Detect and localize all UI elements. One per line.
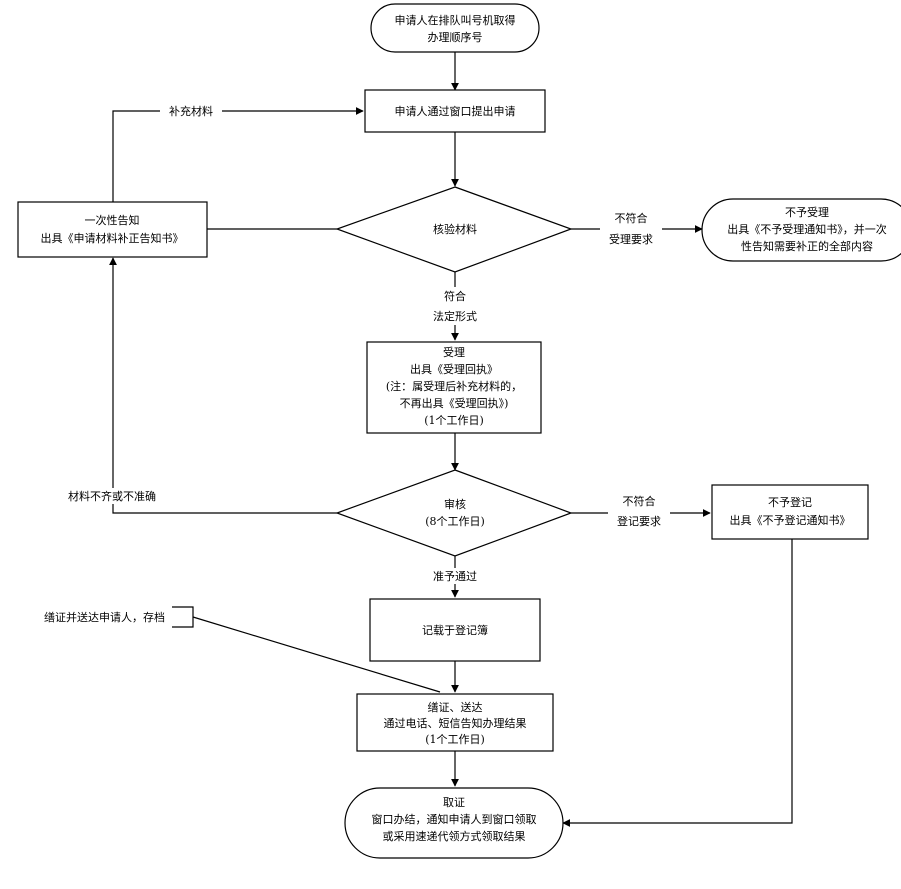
node-submit: 申请人通过窗口提出申请 (364, 89, 546, 133)
notify-once-line-1: 一次性告知 (85, 213, 140, 227)
svg-text:一次性告知: 一次性告知 (85, 213, 140, 227)
start-line-1: 申请人在排队叫号机取得 (395, 13, 516, 27)
edge-labels: 补充材料 不符合 受理要求 符合 法定形式 材料不齐或不准确 不符合 登记要求 … (52, 103, 670, 584)
edge-label-meets: 符合 (444, 289, 466, 303)
svg-text:不予受理: 不予受理 (785, 206, 829, 219)
submit-box (364, 89, 546, 133)
notify-once-box (17, 201, 208, 258)
svg-text:不再出具《受理回执》): 不再出具《受理回执》) (400, 396, 509, 410)
svg-text:核验材料: 核验材料 (433, 222, 477, 236)
record-line-1: 记载于登记簿 (422, 623, 488, 637)
review-diamond (335, 469, 573, 557)
edge-label-incomplete: 材料不齐或不准确 (68, 489, 156, 503)
reject-accept-terminal (701, 198, 901, 262)
start-line-2: 办理顺序号 (428, 30, 483, 44)
svg-text:性告知需要补正的全部内容: 性告知需要补正的全部内容 (741, 239, 873, 253)
reject-accept-line-1: 不予受理 (785, 206, 829, 219)
collect-terminal (344, 787, 564, 859)
svg-text:不予登记: 不予登记 (768, 495, 812, 509)
collect-line-2: 窗口办结，通知申请人到窗口领取 (372, 812, 537, 826)
node-start: 申请人在排队叫号机取得 办理顺序号 (370, 3, 540, 53)
review-line-2: (8个工作日) (425, 515, 485, 528)
arrow-reject-register-to-collect (562, 539, 793, 827)
verify-diamond (335, 186, 573, 273)
node-reject-accept: 不予受理 出具《不予受理通知书》，并一次 性告知需要补正的全部内容 (701, 198, 901, 262)
accept-line-5: (1个工作日) (424, 414, 484, 427)
svg-text:通过电话、短信告知办理结果: 通过电话、短信告知办理结果 (384, 716, 527, 730)
svg-text:出具《受理回执》: 出具《受理回执》 (410, 362, 498, 376)
svg-text:(注：属受理后补充材料的，: (注：属受理后补充材料的， (386, 379, 522, 393)
node-record: 记载于登记簿 (369, 598, 541, 662)
svg-text:出具《申请材料补正告知书》: 出具《申请材料补正告知书》 (41, 231, 184, 245)
reject-accept-line-2: 出具《不予受理通知书》，并一次 (727, 222, 887, 236)
svg-text:申请人通过窗口提出申请: 申请人通过窗口提出申请 (395, 104, 516, 118)
svg-text:出具《不予受理通知书》，并一次: 出具《不予受理通知书》，并一次 (727, 222, 887, 236)
edge-label-not-meet-register: 不符合 (623, 494, 656, 508)
svg-text:缮证并送达申请人，存档: 缮证并送达申请人，存档 (44, 610, 165, 624)
edge-label-meets-line2: 法定形式 (433, 309, 477, 323)
svg-text:记载于登记簿: 记载于登记簿 (422, 623, 488, 637)
accept-line-1: 受理 (443, 346, 465, 359)
edge-label-supplement: 补充材料 (169, 104, 213, 118)
node-reject-register: 不予登记 出具《不予登记通知书》 (711, 484, 869, 540)
notify-once-line-2: 出具《申请材料补正告知书》 (41, 231, 184, 245)
start-terminal (370, 3, 540, 53)
svg-text:办理顺序号: 办理顺序号 (428, 30, 483, 44)
issue-line-1: 缮证、送达 (428, 700, 483, 714)
accept-line-2: 出具《受理回执》 (410, 362, 498, 376)
issue-box (356, 693, 554, 752)
svg-text:申请人在排队叫号机取得: 申请人在排队叫号机取得 (395, 13, 516, 27)
edge-label-not-meet-accept: 不符合 (615, 211, 648, 225)
node-verify: 核验材料 (335, 186, 573, 273)
reject-register-line-2: 出具《不予登记通知书》 (730, 513, 851, 527)
reject-accept-line-3: 性告知需要补正的全部内容 (741, 239, 873, 253)
arrow-review-to-notify (109, 257, 337, 514)
edge-label-approved: 准予通过 (433, 570, 477, 583)
svg-text:出具《不予登记通知书》: 出具《不予登记通知书》 (730, 513, 851, 527)
svg-text:窗口办结，通知申请人到窗口领取: 窗口办结，通知申请人到窗口领取 (372, 812, 537, 826)
svg-text:(1个工作日): (1个工作日) (425, 733, 485, 746)
node-accept: 受理 出具《受理回执》 (注：属受理后补充材料的， 不再出具《受理回执》) (1… (366, 341, 542, 434)
node-archive: 缮证并送达申请人，存档 (44, 606, 194, 628)
collect-line-3: 或采用速递代领方式领取结果 (383, 829, 526, 843)
node-notify-once: 一次性告知 出具《申请材料补正告知书》 (17, 201, 208, 258)
svg-text:或采用速递代领方式领取结果: 或采用速递代领方式领取结果 (383, 829, 526, 843)
svg-text:取证: 取证 (443, 796, 465, 809)
svg-text:受理: 受理 (443, 346, 465, 359)
issue-line-2: 通过电话、短信告知办理结果 (384, 716, 527, 730)
svg-text:(1个工作日): (1个工作日) (424, 414, 484, 427)
svg-text:审核: 审核 (444, 497, 466, 511)
archive-annotation-line (192, 616, 441, 693)
collect-line-1: 取证 (443, 796, 465, 809)
record-box (369, 598, 541, 662)
accept-box (366, 341, 542, 434)
submit-line-1: 申请人通过窗口提出申请 (395, 104, 516, 118)
node-collect: 取证 窗口办结，通知申请人到窗口领取 或采用速递代领方式领取结果 (344, 787, 564, 859)
verify-line-1: 核验材料 (433, 222, 477, 236)
issue-line-3: (1个工作日) (425, 733, 485, 746)
arrow-notify-to-submit (112, 107, 364, 202)
archive-line-1: 缮证并送达申请人，存档 (44, 610, 165, 624)
svg-text:缮证、送达: 缮证、送达 (428, 700, 483, 714)
reject-register-box (711, 484, 869, 540)
svg-text:(8个工作日): (8个工作日) (425, 515, 485, 528)
review-line-1: 审核 (444, 497, 466, 511)
reject-register-line-1: 不予登记 (768, 495, 812, 509)
node-review: 审核 (8个工作日) (335, 469, 573, 557)
accept-line-4: 不再出具《受理回执》) (400, 396, 509, 410)
archive-bracket (172, 606, 194, 628)
edge-label-not-meet-register-line2: 登记要求 (617, 514, 661, 528)
edge-label-not-meet-accept-line2: 受理要求 (609, 233, 653, 246)
node-issue: 缮证、送达 通过电话、短信告知办理结果 (1个工作日) (356, 693, 554, 752)
accept-line-3: (注：属受理后补充材料的， (386, 379, 522, 393)
